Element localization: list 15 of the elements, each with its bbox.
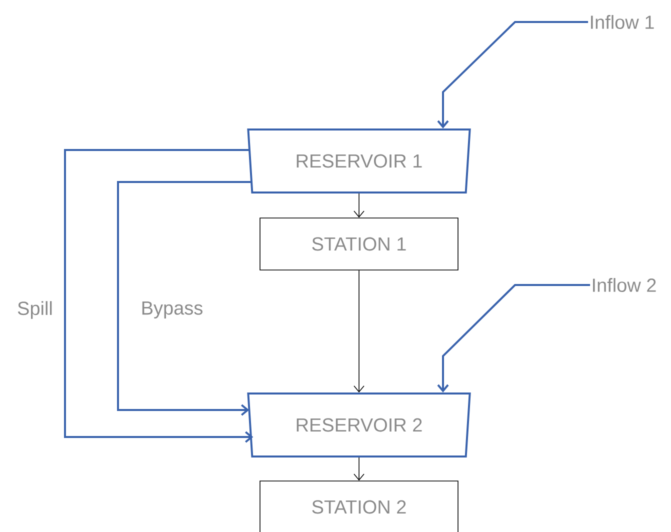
station-box: STATION 1: [260, 218, 458, 270]
inflow-label: Inflow 1: [591, 15, 654, 29]
edge-label: Spill: [16, 300, 54, 320]
reservoir-trapezoid: RESERVOIR 2: [247, 392, 471, 458]
edge-label: Bypass: [140, 300, 204, 320]
reservoir-trapezoid: RESERVOIR 1: [247, 128, 471, 194]
inflow-label: Inflow 2: [593, 278, 656, 292]
station-box: STATION 2: [260, 480, 458, 532]
arrow: [354, 457, 364, 481]
arrow: [437, 21, 588, 128]
arrow: [64, 149, 254, 443]
arrow: [354, 270, 364, 392]
arrow: [437, 284, 590, 392]
arrow: [354, 193, 364, 218]
arrow: [117, 181, 252, 416]
